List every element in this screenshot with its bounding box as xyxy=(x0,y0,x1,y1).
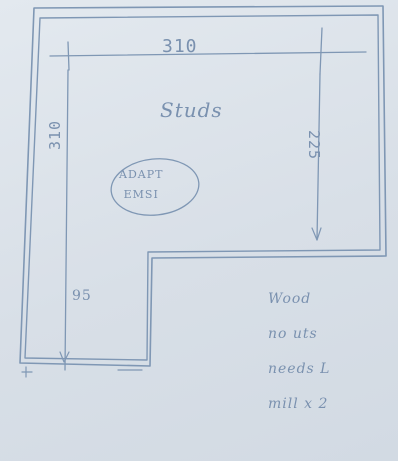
left-dimension-line xyxy=(64,69,69,371)
left-dimension-label: 310 xyxy=(46,119,64,150)
stamp-oval xyxy=(110,158,200,216)
note-line-1: Wood xyxy=(268,291,312,307)
right-dimension-line xyxy=(316,73,321,241)
stamp-line-1: ADAPT xyxy=(119,168,164,181)
note-line-3: needs L xyxy=(268,361,331,377)
stamp-line-2: EMSI xyxy=(123,188,159,201)
top-dimension-label: 310 xyxy=(162,36,198,57)
top-dimension-line xyxy=(49,51,367,57)
left-dimension-arrow xyxy=(59,351,70,363)
top-dimension-tick-right xyxy=(319,27,323,75)
right-dimension-label: 225 xyxy=(305,130,323,161)
note-line-2: no uts xyxy=(268,326,318,342)
bottom-left-dimension-label: 95 xyxy=(72,288,92,304)
corner-mark-left xyxy=(21,366,33,378)
note-line-4: mill x 2 xyxy=(268,396,329,412)
plan-inner-outline xyxy=(24,14,381,361)
top-dimension-tick-left xyxy=(67,41,70,71)
handwritten-note: Wood no uts needs L mill x 2 xyxy=(268,282,330,422)
studs-label: Studs xyxy=(160,98,223,122)
right-dimension-arrow xyxy=(311,227,322,241)
stamp-text: ADAPT EMSI xyxy=(119,165,163,205)
plan-outline xyxy=(19,5,387,367)
